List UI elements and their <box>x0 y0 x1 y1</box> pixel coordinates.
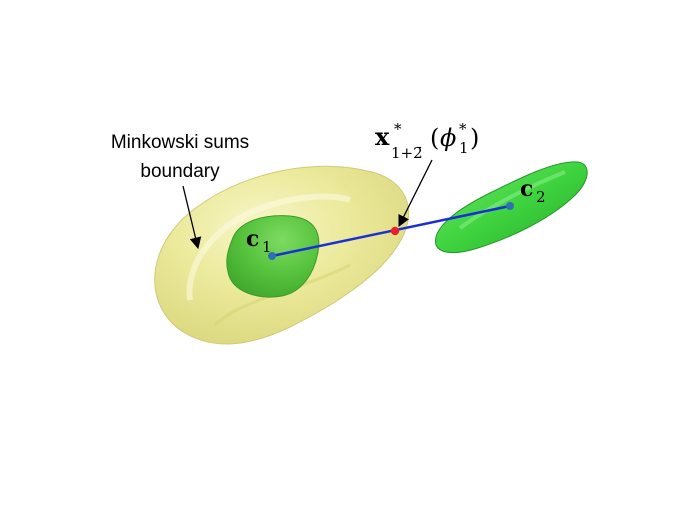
label-c1-base: c <box>246 226 259 252</box>
arrow-down-icon <box>398 159 433 228</box>
label-phi-sup: * <box>459 120 467 138</box>
label-c1-sub: 1 <box>262 238 272 256</box>
label-x-arg-close: ) <box>470 124 479 152</box>
label-x-sub: 1+2̄ <box>391 144 423 162</box>
annotation-line-2: boundary <box>140 161 220 182</box>
label-x-base: x <box>375 122 390 151</box>
label-c2-base: c <box>520 176 533 202</box>
center-1-point <box>268 252 276 260</box>
label-x-arg-open: ( <box>430 124 439 152</box>
label-phi-sub: 1 <box>459 139 469 157</box>
center-2-point <box>506 202 514 210</box>
arrow-down-icon <box>182 185 202 250</box>
label-c2-sub: 2 <box>536 188 546 206</box>
label-c1: c 1 <box>246 226 272 256</box>
contact-point <box>390 226 400 236</box>
label-x-sup: * <box>394 120 402 138</box>
label-contact-point: x * 1+2̄ ( ϕ * 1 ) <box>375 120 479 162</box>
annotation-line-1: Minkowski sums <box>111 132 249 153</box>
label-c2: c 2 <box>520 176 546 206</box>
label-phi: ϕ <box>440 124 456 152</box>
